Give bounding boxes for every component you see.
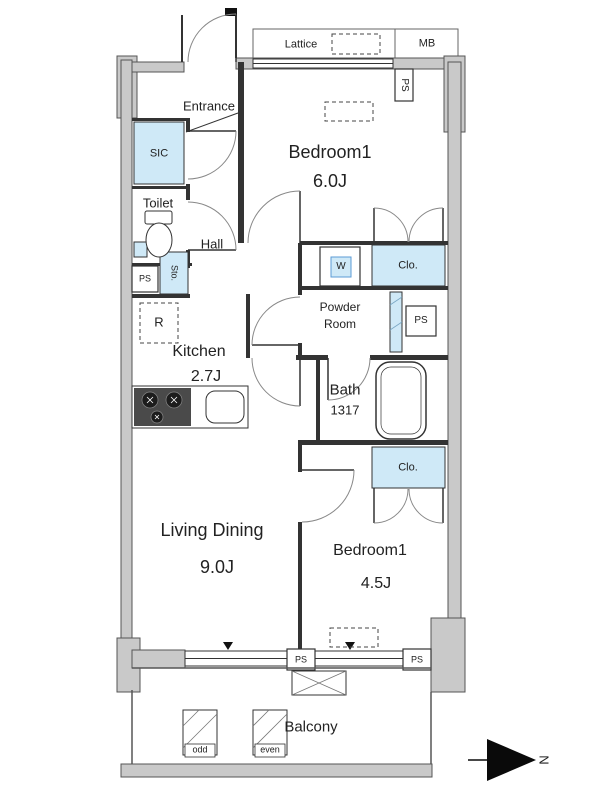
window-marker-triangle <box>345 642 355 650</box>
ps-box-right <box>405 305 437 337</box>
storage-box <box>159 251 189 295</box>
entrance-porch <box>181 8 239 133</box>
label-sto: Sto. <box>169 264 180 282</box>
toilet-control-box <box>133 241 148 258</box>
label-toilet: Toilet <box>142 195 174 211</box>
label-washer: W <box>336 261 346 272</box>
label-powder-1: Powder <box>319 300 361 314</box>
label-even: even <box>260 744 280 755</box>
fridge-dashed-box <box>139 302 179 344</box>
even-label-box <box>254 743 286 758</box>
label-ps-bottom-left: PS <box>294 654 308 665</box>
doorstop-mark <box>225 8 237 16</box>
door-arcs <box>187 130 444 524</box>
closet-top-door-arc-right <box>408 207 444 243</box>
label-powder-2: Room <box>323 317 357 331</box>
door-leaves <box>188 130 444 523</box>
ps-box-bottom-left <box>286 648 316 671</box>
room-label-bedroom-b: Bedroom1 <box>333 542 407 559</box>
label-ps-bottom-right: PS <box>410 654 424 665</box>
label-sic: SIC <box>149 147 169 160</box>
ps-box-top-right <box>394 68 414 102</box>
label-lattice: Lattice <box>284 38 318 51</box>
sink-icon <box>205 390 245 424</box>
label-entrance: Entrance <box>182 98 236 114</box>
label-ps-left: PS <box>138 273 152 284</box>
entrance-door-arc <box>187 13 237 63</box>
window-marker-triangle <box>223 642 233 650</box>
room-area-bedroom-a: 6.0J <box>312 171 348 191</box>
sic-box <box>133 121 185 185</box>
label-fridge: R <box>154 314 164 330</box>
vent-dashed-box-bedroom-b <box>329 627 379 648</box>
powder-door-arc <box>251 296 301 346</box>
label-closet-bottom: Clo. <box>398 461 418 474</box>
balcony-hatch-box <box>182 670 347 756</box>
odd-label-box <box>184 743 216 758</box>
room-label-bedroom-a: Bedroom1 <box>288 142 372 162</box>
room-label-kitchen: Kitchen <box>172 343 226 360</box>
closet-top-door-arc-left <box>373 207 409 243</box>
stove-icon <box>134 388 191 426</box>
compass-north-icon <box>468 739 536 781</box>
room-label-balcony: Balcony <box>284 718 338 736</box>
bath-door-arc <box>327 357 371 401</box>
balcony-outline <box>131 667 432 764</box>
label-hall: Hall <box>200 236 224 252</box>
bathtub-icon <box>375 361 427 440</box>
blue-fixtures <box>133 121 446 489</box>
bedroom-b-door-arc <box>301 469 355 523</box>
lattice-strip <box>252 28 459 60</box>
label-odd: odd <box>192 744 208 755</box>
room-label-bath: Bath <box>329 381 361 399</box>
windows <box>184 58 404 667</box>
sic-door-arc <box>187 130 237 180</box>
vent-dashed-box <box>331 33 381 55</box>
kitchen-counter <box>131 385 249 429</box>
label-closet-top: Clo. <box>398 259 418 272</box>
closet-bottom-door-arc-right <box>408 488 444 524</box>
room-size-bath: 1317 <box>330 402 360 418</box>
label-north: N <box>536 755 552 765</box>
label-mb: MB <box>418 37 436 50</box>
room-area-bedroom-b: 4.5J <box>360 575 392 592</box>
washer-inner-box <box>330 256 352 278</box>
entrance-step-line <box>185 112 239 133</box>
toilet-door-arc <box>187 201 237 251</box>
ps-box-bottom-right <box>402 648 432 671</box>
room-area-living-dining: 9.0J <box>199 557 235 577</box>
room-area-kitchen: 2.7J <box>190 368 222 385</box>
closet-bottom-door-arc-left <box>373 488 409 524</box>
label-ps-right: PS <box>414 315 428 326</box>
closet-top-box <box>371 244 446 287</box>
living-door-arc <box>251 357 301 407</box>
vent-dashed-box-bedroom-a <box>324 101 374 122</box>
toilet-icon <box>144 210 173 258</box>
bedroom-a-door-arc <box>247 190 301 244</box>
closet-bottom-box <box>371 446 446 489</box>
room-label-living-dining: Living Dining <box>160 520 264 540</box>
label-ps-top-right: PS <box>399 78 410 92</box>
ps-box-left <box>131 265 159 293</box>
